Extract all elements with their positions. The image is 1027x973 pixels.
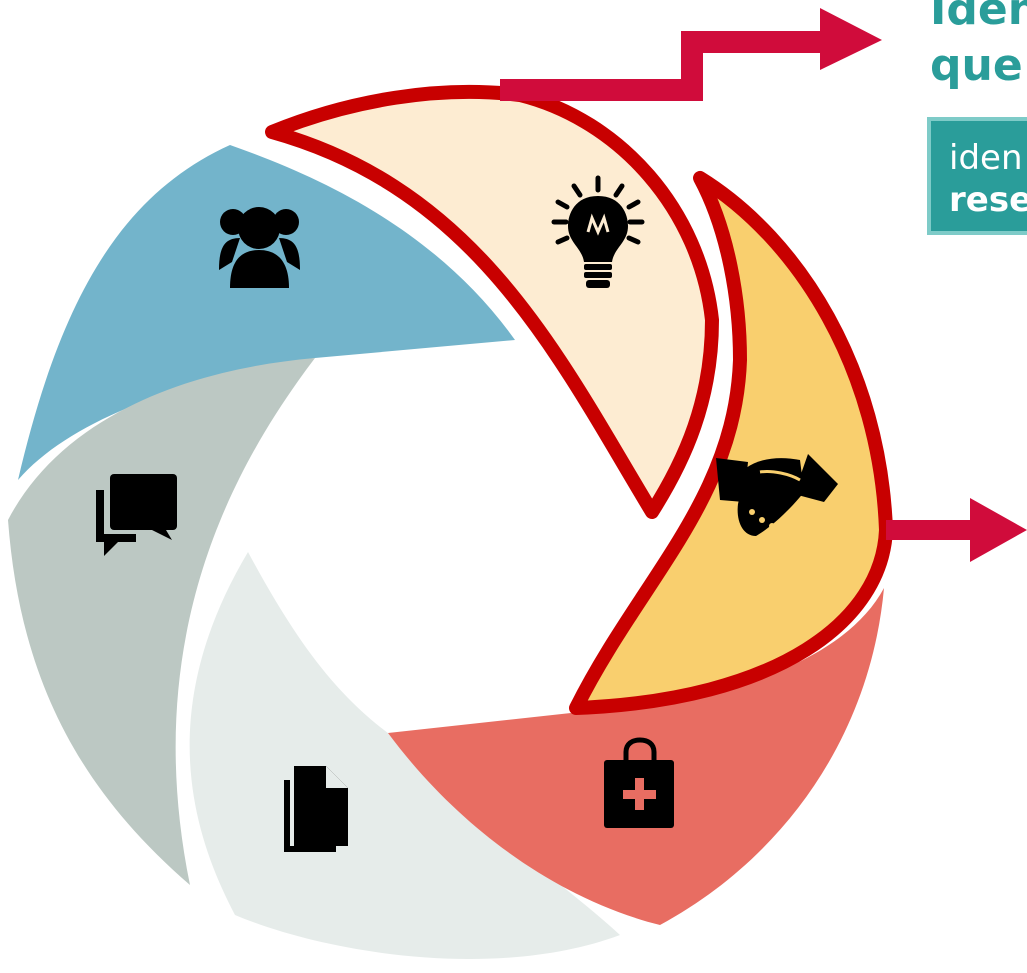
users-icon <box>219 207 300 288</box>
callout-heading-line-1: Iden <box>930 0 1027 35</box>
segment-discussion <box>8 358 315 885</box>
right-arrow-shaft <box>886 520 978 540</box>
callout-connector-arrow <box>500 31 830 101</box>
segment-partnership <box>569 171 893 715</box>
segment-documents <box>189 552 620 959</box>
chat-icon <box>96 474 177 556</box>
callout-description-line-2: rese <box>949 180 1027 220</box>
callout-arrowhead <box>820 8 882 70</box>
callout-description-box: iden rese <box>927 117 1027 235</box>
callout-description-line-1: iden <box>949 138 1023 178</box>
callout-heading: Iden que <box>930 0 1027 94</box>
right-arrow-head <box>970 498 1027 562</box>
medical-bag-icon <box>604 737 674 828</box>
callout-heading-line-2: que <box>930 40 1023 91</box>
handshake-icon <box>716 454 838 536</box>
document-icon <box>284 766 348 852</box>
segment-people <box>18 145 515 480</box>
lightbulb-icon <box>551 175 645 288</box>
segment-medical-bag <box>388 588 884 925</box>
